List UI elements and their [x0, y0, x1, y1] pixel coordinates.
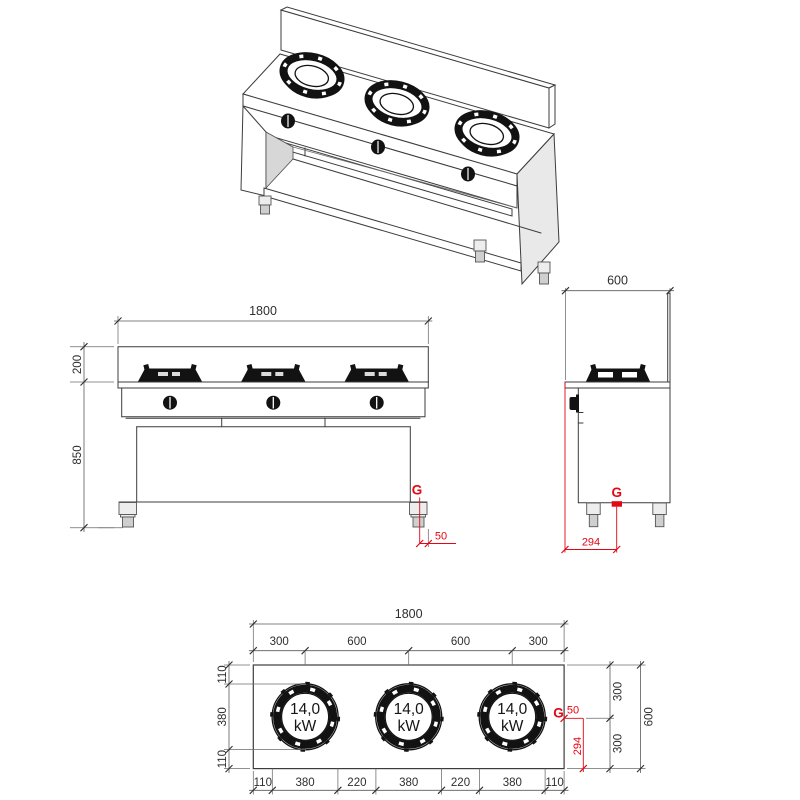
plan-right-total: 600 — [644, 707, 656, 726]
plan-dim-bottom: 110 380 220 380 220 380 110 — [249, 768, 569, 795]
side-gas-annotation: G 294 — [561, 382, 622, 554]
plan-dim-right: 300 300 600 — [567, 661, 656, 773]
iso-bottom-rail — [263, 187, 522, 272]
iso-side-panel — [516, 132, 560, 286]
side-gas-label: G — [611, 485, 622, 500]
iso-leg-front-left — [258, 195, 272, 215]
plan-burner-3-power: 14,0 — [497, 701, 528, 718]
front-gas-annotation: G 50 — [412, 483, 456, 548]
plan-view: 14,0 kW 14,0 kW 14,0 kW 1800 — [217, 607, 656, 795]
iso-leg-front-right — [537, 261, 551, 285]
iso-wok-ring-2 — [364, 80, 430, 127]
plan-bottom-0: 110 — [254, 777, 272, 789]
plan-spacing-1: 600 — [347, 636, 366, 648]
plan-gas-offset-x: 50 — [567, 705, 579, 717]
plan-burner-1-unit: kW — [294, 718, 317, 735]
front-burner-1 — [138, 363, 202, 382]
plan-bottom-1: 380 — [296, 777, 315, 789]
plan-burner-3: 14,0 kW — [477, 681, 548, 752]
front-dim-body-height: 850 — [72, 445, 84, 464]
side-leg-front — [586, 502, 601, 528]
plan-left-1: 380 — [217, 707, 229, 726]
plan-gas-offset-y: 294 — [572, 737, 584, 755]
plan-burner-1: 14,0 kW — [270, 681, 341, 752]
plan-bottom-4: 220 — [451, 777, 470, 789]
plan-gas-annotation: G 50 294 — [553, 705, 588, 773]
front-burner-2 — [241, 363, 306, 382]
plan-dim-width: 1800 — [395, 607, 423, 621]
iso-wok-ring-3 — [454, 110, 520, 157]
side-burner-profile — [586, 363, 650, 382]
plan-right-1: 300 — [613, 734, 625, 753]
side-leg-back — [652, 502, 667, 528]
side-dimensions: 600 — [561, 274, 674, 380]
front-gas-offset: 50 — [435, 531, 447, 543]
plan-spacing-0: 300 — [270, 636, 289, 648]
plan-bottom-5: 380 — [503, 777, 522, 789]
iso-knob-3 — [461, 166, 475, 182]
plan-burner-2-unit: kW — [398, 718, 421, 735]
plan-burner-1-power: 14,0 — [290, 701, 321, 718]
plan-spacing-3: 300 — [529, 636, 548, 648]
plan-right-0: 300 — [613, 682, 625, 701]
front-leg-right — [409, 502, 428, 528]
front-dimensions: 1800 200 850 — [70, 304, 433, 532]
front-gas-label: G — [412, 483, 423, 498]
plan-dim-left: 110 380 110 — [217, 661, 306, 773]
side-gas-offset: 294 — [582, 537, 600, 549]
isometric-view — [240, 6, 560, 286]
plan-dim-top: 1800 300 600 600 300 — [249, 607, 569, 665]
plan-spacing-2: 600 — [451, 636, 470, 648]
plan-bottom-2: 220 — [347, 777, 366, 789]
plan-burner-3-unit: kW — [501, 718, 524, 735]
iso-knob-1 — [281, 113, 295, 129]
front-burner-3 — [344, 363, 409, 382]
front-view: 1800 200 850 G 50 — [70, 304, 456, 548]
plan-gas-label: G — [553, 706, 564, 721]
iso-interior-floor-edge — [292, 158, 542, 234]
plan-bottom-3: 380 — [399, 777, 418, 789]
plan-left-2: 110 — [217, 750, 229, 768]
plan-burner-2-power: 14,0 — [394, 701, 425, 718]
iso-wok-ring-1 — [279, 52, 345, 99]
plan-bottom-6: 110 — [545, 777, 563, 789]
side-counter — [564, 381, 671, 389]
iso-knob-2 — [371, 139, 385, 155]
front-dim-splash-height: 200 — [72, 355, 84, 374]
side-dim-depth: 600 — [607, 274, 628, 288]
plan-burner-2: 14,0 kW — [373, 681, 444, 752]
front-knob-3 — [369, 395, 384, 410]
side-knob — [569, 394, 584, 424]
iso-backsplash-edge — [548, 84, 556, 129]
front-knob-2 — [266, 395, 281, 410]
front-knob-1 — [163, 395, 177, 410]
front-dim-width: 1800 — [249, 304, 277, 318]
iso-interior-top-edge — [292, 146, 518, 209]
side-view: 600 G 294 — [561, 274, 674, 554]
front-leg-left — [118, 502, 137, 528]
plan-left-0: 110 — [217, 665, 229, 683]
iso-leg-front-middle — [473, 239, 487, 263]
